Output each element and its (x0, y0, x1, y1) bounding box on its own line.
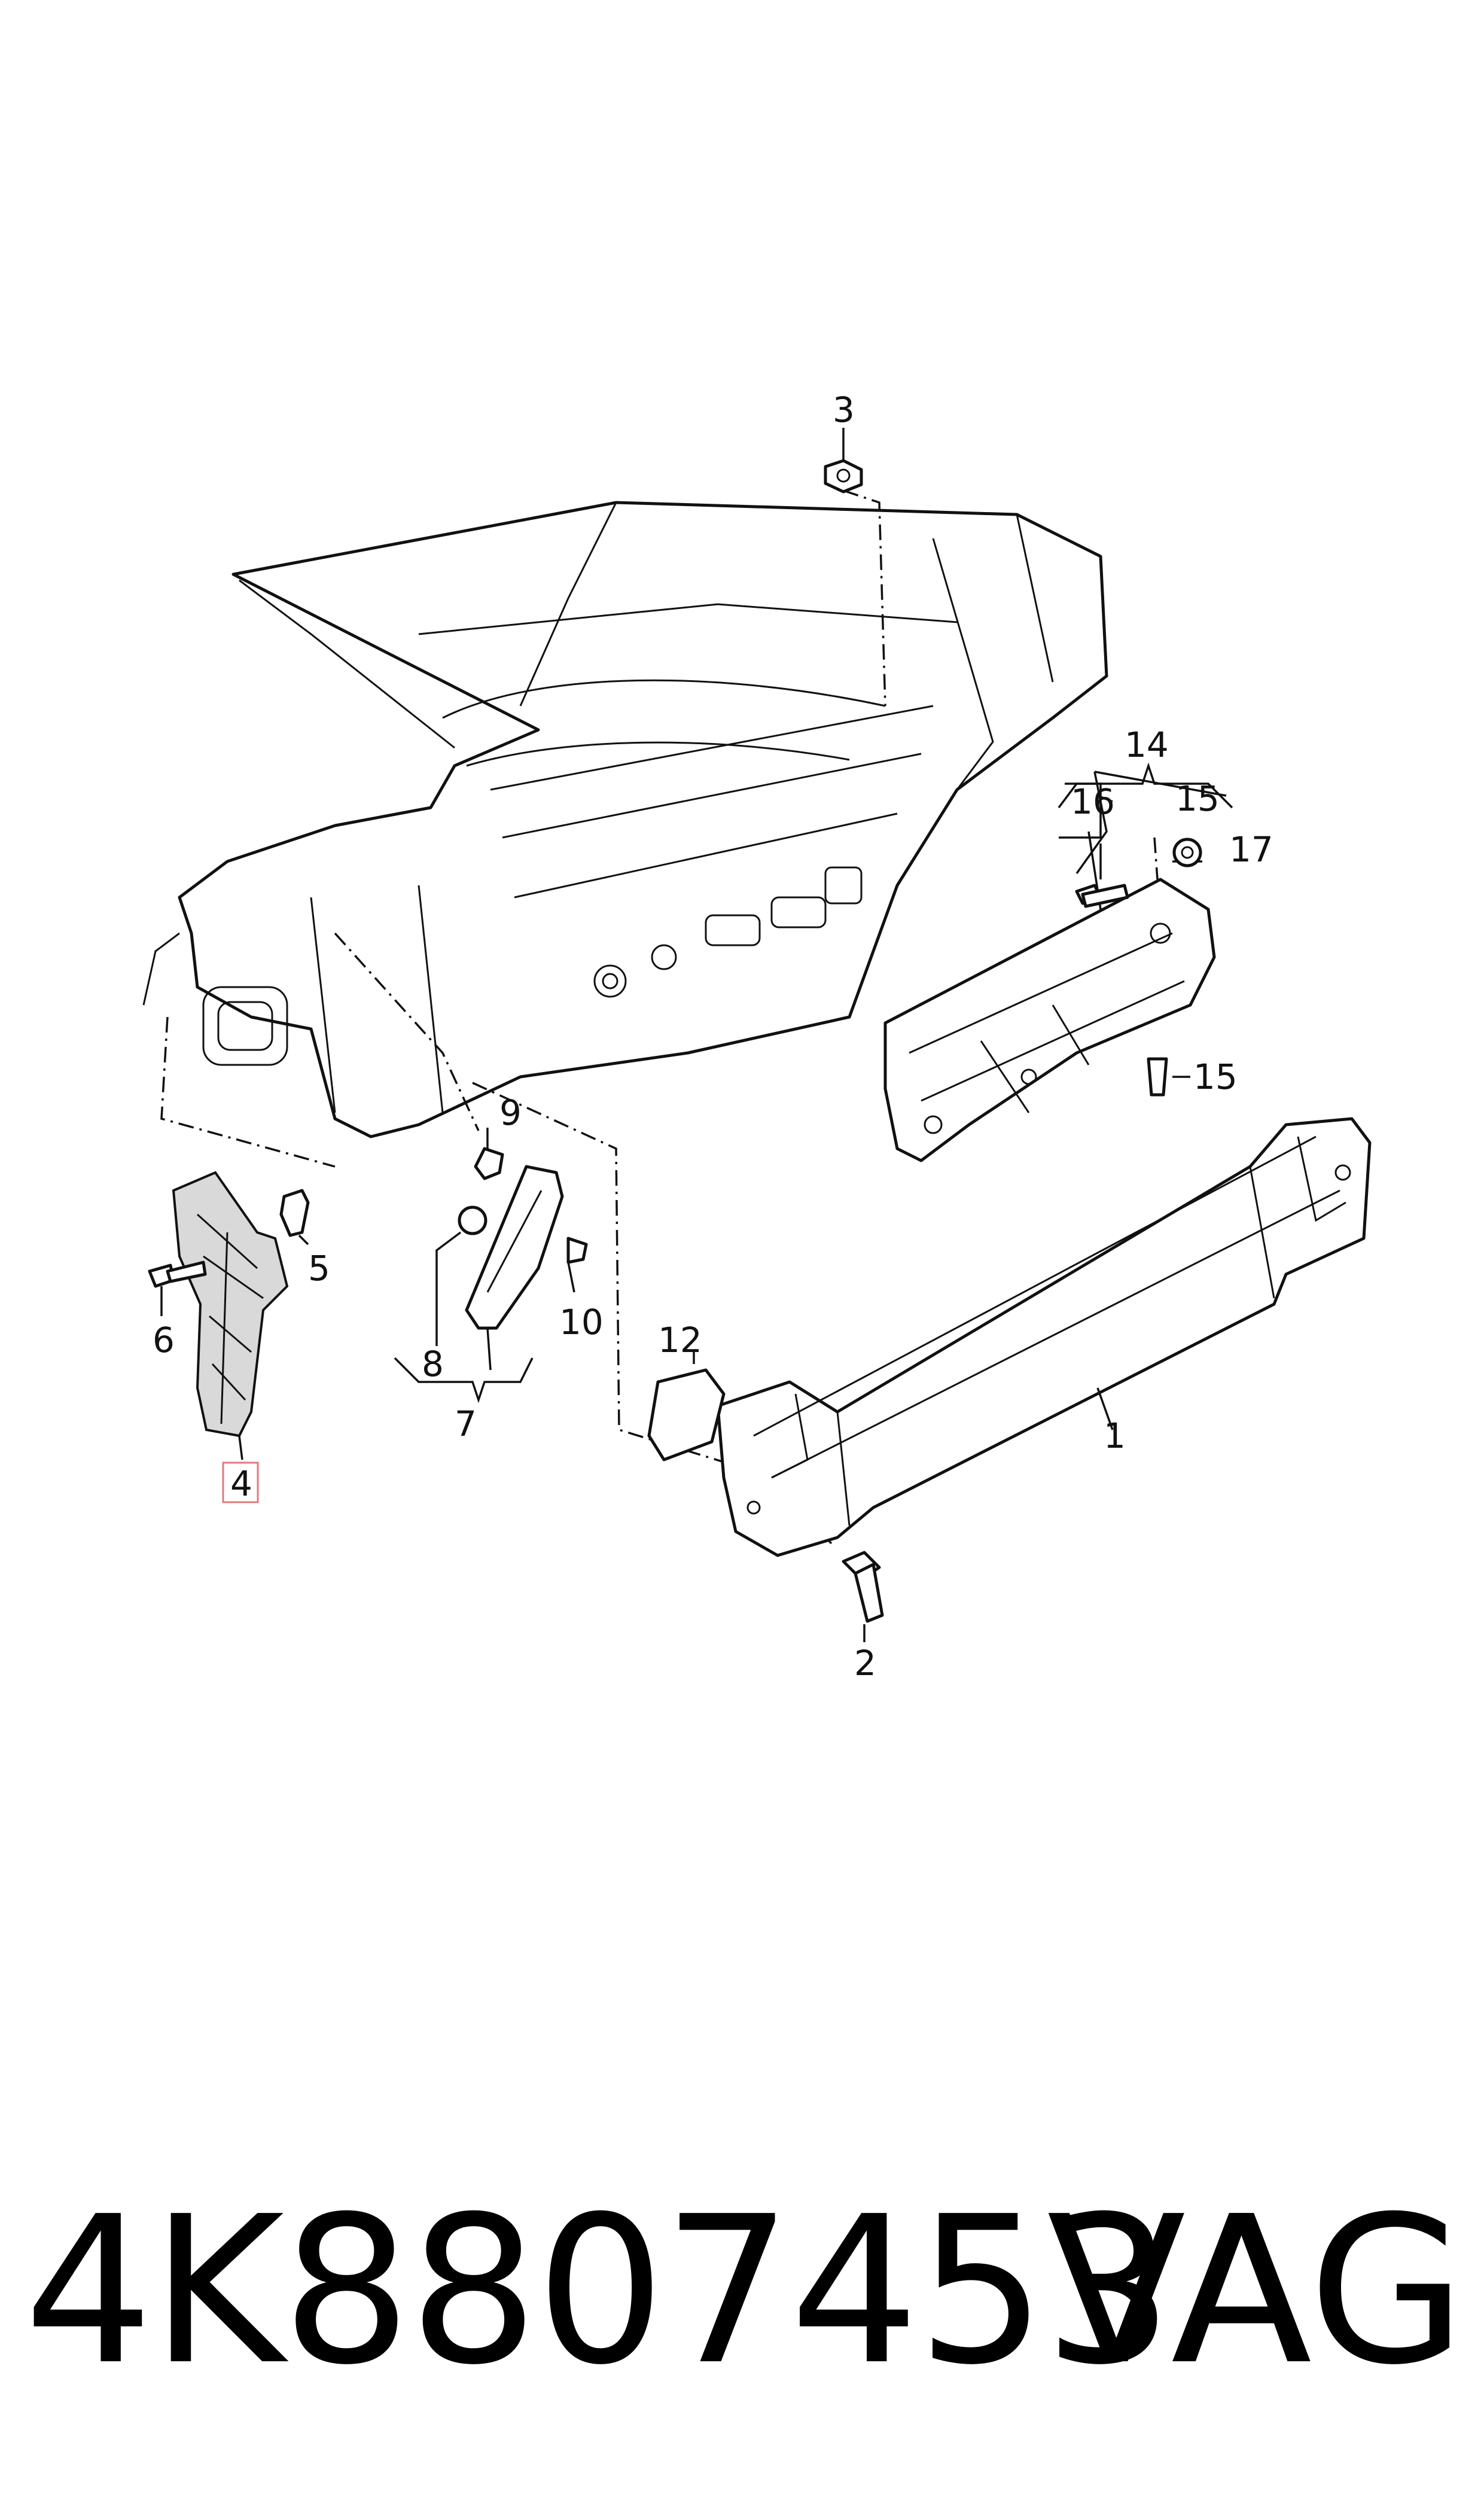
callout-1: 1 (1104, 1415, 1126, 1456)
bolt-part-16 (1075, 884, 1129, 908)
bumper-crossmember-part-1 (716, 1117, 1372, 1557)
absorber-panel-part-14 (883, 878, 1216, 1162)
bracket-assembly-part-7 (458, 1147, 588, 1330)
callout-8: 8 (422, 1344, 444, 1384)
pad-part-12 (647, 1368, 726, 1462)
vehicle-rear-body (142, 501, 1108, 1138)
bracket-part-4 (172, 1171, 289, 1438)
callout-4-highlight-box (222, 1462, 259, 1503)
clip-part-5 (279, 1189, 310, 1237)
callout-2: 2 (854, 1643, 876, 1683)
callout-6: 6 (153, 1320, 175, 1360)
callout-15-upper: 15 (1175, 778, 1220, 819)
callout-4: 4 (230, 1463, 252, 1504)
callout-5: 5 (308, 1248, 330, 1289)
part-number-caption: 4K8807453A (24, 2173, 1310, 2410)
bolt-part-2 (842, 1551, 884, 1623)
brand-caption: VAG (1047, 2173, 1466, 2410)
callout-7: 7 (455, 1403, 477, 1444)
callout-labels: 1 2 3 4 5 6 7 8 9 10 12 14 15 15 16 17 (153, 389, 1273, 1683)
callout-3: 3 (833, 389, 855, 430)
callout-17: 17 (1229, 829, 1273, 870)
clip-part-15 (1147, 1057, 1168, 1097)
callout-10: 10 (559, 1302, 604, 1342)
callout-12: 12 (658, 1320, 702, 1360)
callout-leaders (160, 428, 1233, 1642)
callout-9: 9 (499, 1092, 522, 1133)
callout-15-lower: 15 (1193, 1056, 1238, 1097)
screw-part-6 (148, 1260, 207, 1288)
callout-14: 14 (1125, 724, 1169, 765)
nut-part-3 (824, 459, 863, 494)
callout-16: 16 (1071, 781, 1115, 822)
nut-part-17 (1172, 838, 1202, 867)
